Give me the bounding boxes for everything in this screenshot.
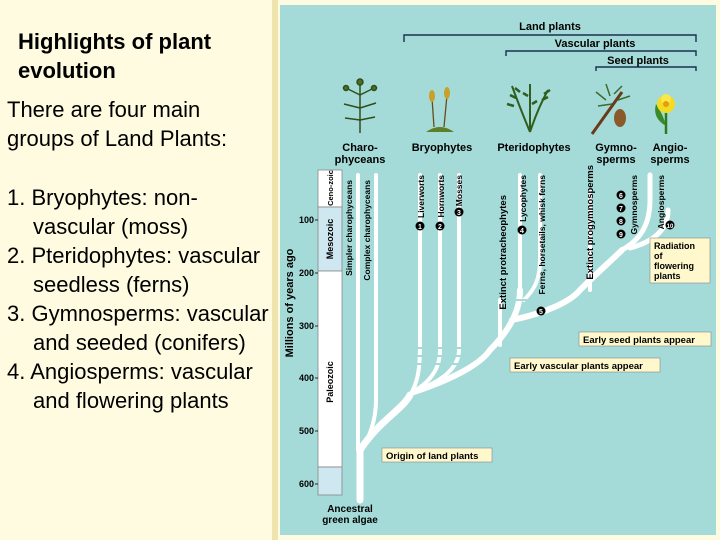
group-label-charophyceans: Charo- (342, 142, 378, 154)
intro-text: There are four main groups of Land Plant… (7, 97, 228, 151)
era-label-paleozoic: Paleozoic (325, 361, 335, 403)
tick-label-400: 400 (299, 373, 314, 383)
list-item: 4. Angiosperms: vascular and flowering p… (7, 359, 253, 413)
group-label-gymnosperms-2: sperms (596, 154, 635, 166)
marker-5: 5 (536, 306, 546, 316)
marker-1-number: 1 (418, 224, 422, 231)
branch-vascular (411, 287, 523, 395)
lineage-liverworts: Liverworts (416, 175, 426, 218)
evolution-diagram: Land plants Vascular plants Seed plants … (280, 5, 716, 535)
lineage-gymnosperms: Gymnosperms (629, 175, 639, 235)
seed-plants-bracket (595, 66, 697, 71)
marker-5-number: 5 (539, 309, 543, 316)
branch-complex-charophyceans (360, 173, 378, 452)
origin-label: Origin of land plants (386, 451, 478, 462)
radiation-line-3: flowering (654, 261, 694, 271)
marker-4-number: 4 (520, 228, 524, 235)
tick-label-500: 500 (299, 426, 314, 436)
seed-plants-label: Seed plants (607, 55, 669, 67)
vascular-plants-label: Vascular plants (555, 38, 636, 50)
land-plants-label: Land plants (519, 21, 581, 33)
era-cenozoic-box (317, 169, 343, 208)
era-paleozoic-box (317, 270, 343, 468)
branch-angiosperms (627, 207, 671, 251)
time-axis (317, 169, 343, 496)
marker-7: 7 (616, 203, 626, 213)
lineage-hornworts: Hornworts (436, 175, 446, 218)
early-seed-label: Early seed plants appear (583, 335, 695, 346)
marker-3: 3 (454, 207, 464, 217)
branch-gymnosperms (619, 172, 653, 253)
event-early-vascular-plants: Early vascular plants appear (509, 357, 661, 373)
era-precambrian-box (317, 466, 343, 496)
tick-label-100: 100 (299, 215, 314, 225)
marker-6-number: 6 (619, 193, 623, 200)
era-label-mesozoic: Mesozoic (325, 219, 335, 260)
slide-title: Highlights of plant evolution (18, 29, 212, 83)
marker-7-number: 7 (619, 206, 623, 213)
plant-group-list: 1. Bryophytes: non-vascular (moss) 2. Pt… (7, 183, 269, 415)
marker-2: 2 (435, 221, 445, 231)
lineage-simpler-charophyceans: Simpler charophyceans (344, 180, 354, 276)
charophycean-illustration (342, 78, 378, 133)
era-mesozoic-box (317, 206, 343, 272)
branch-ferns (522, 173, 542, 302)
marker-10: 10 (665, 220, 675, 230)
event-radiation: Radiation of flowering plants (649, 237, 711, 284)
list-item: 2. Pteridophytes: vascular seedless (fer… (7, 243, 261, 297)
numbered-markers: 1 2 3 4 5 6 7 8 9 10 (415, 190, 675, 316)
moss-illustration (426, 87, 454, 132)
group-label-angiosperms: Angio- (653, 142, 688, 154)
flower-illustration (655, 94, 675, 134)
lineage-extinct-progymnosperms: Extinct progymnosperms (585, 165, 596, 280)
lineage-angiosperms: Angiosperms (656, 175, 666, 230)
axis-ticks (315, 219, 318, 485)
radiation-line-4: plants (654, 271, 681, 281)
diagram-background (280, 5, 716, 535)
marker-6: 6 (616, 190, 626, 200)
fern-illustration (506, 84, 551, 133)
tick-label-600: 600 (299, 479, 314, 489)
marker-10-number: 10 (667, 224, 674, 230)
ancestral-line-2: green algae (322, 515, 378, 526)
lineage-mosses: Mosses (454, 175, 464, 206)
land-plants-bracket (403, 34, 697, 42)
marker-4: 4 (517, 225, 527, 235)
event-ancestral-algae: Ancestral green algae (322, 504, 378, 526)
lineage-ferns: Ferns, horsetails, whisk ferns (537, 175, 547, 295)
group-label-angiosperms-2: sperms (650, 154, 689, 166)
early-vascular-label: Early vascular plants appear (514, 361, 643, 372)
ancestral-line-1: Ancestral (327, 504, 373, 515)
marker-1: 1 (415, 221, 425, 231)
lineage-complex-charophyceans: Complex charophyceans (362, 180, 372, 281)
list-item: 3. Gymnosperms: vascular and seeded (con… (7, 301, 269, 355)
clade-brackets (403, 34, 697, 71)
era-label-cenozoic: Ceno-zoic (326, 170, 335, 206)
marker-2-number: 2 (438, 224, 442, 231)
lineage-extinct-protracheophytes: Extinct protracheophytes (498, 195, 509, 310)
lineage-lycophytes: Lycophytes (518, 175, 528, 222)
event-origin-land-plants: Origin of land plants (381, 447, 493, 463)
marker-3-number: 3 (457, 210, 461, 217)
radiation-line-2: of (654, 251, 663, 261)
group-label-bryophytes: Bryophytes (412, 142, 473, 154)
group-label-pteridophytes: Pteridophytes (497, 142, 570, 154)
branch-gaps (414, 299, 546, 365)
radiation-line-1: Radiation (654, 241, 695, 251)
list-item: 1. Bryophytes: non-vascular (moss) (7, 185, 198, 239)
marker-8-number: 8 (619, 219, 623, 226)
axis-label: Millions of years ago (284, 248, 296, 357)
slide-divider (272, 0, 278, 540)
conifer-illustration (590, 83, 631, 135)
vascular-plants-bracket (505, 50, 697, 56)
event-early-seed-plants: Early seed plants appear (578, 331, 712, 347)
marker-9-number: 9 (619, 232, 623, 239)
group-label-charophyceans-2: phyceans (335, 154, 386, 166)
marker-8: 8 (616, 216, 626, 226)
tick-label-200: 200 (299, 268, 314, 278)
group-label-gymnosperms: Gymno- (595, 142, 637, 154)
marker-9: 9 (616, 229, 626, 239)
tick-label-300: 300 (299, 321, 314, 331)
